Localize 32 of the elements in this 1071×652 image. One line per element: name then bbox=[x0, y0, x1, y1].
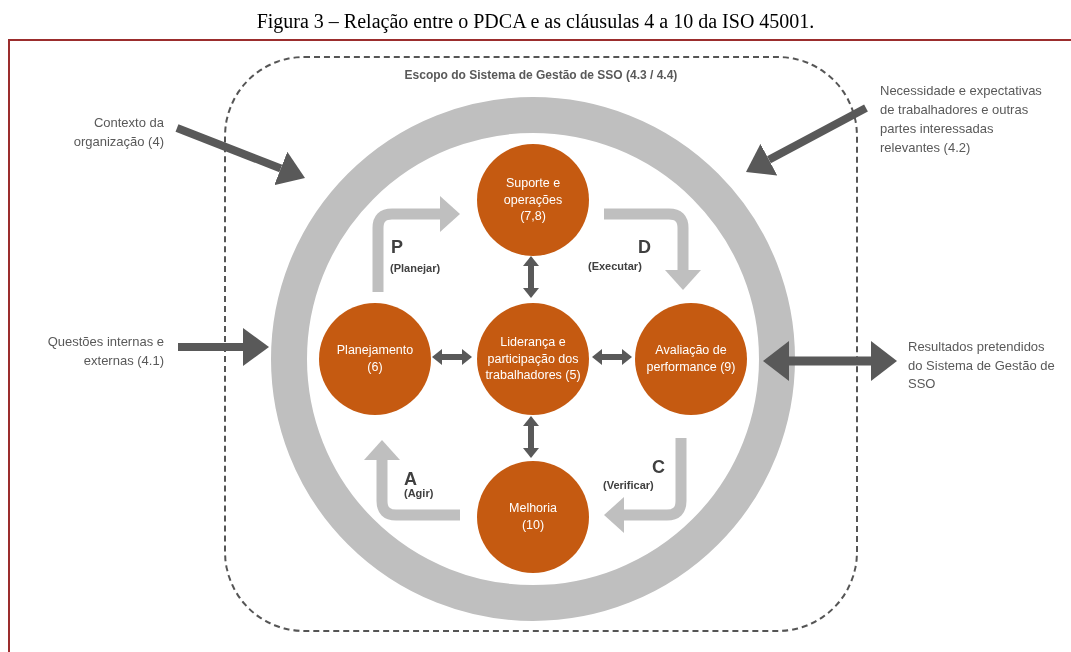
node-text: Questões internas e externas (4.1) bbox=[46, 333, 164, 370]
arrow bbox=[175, 124, 305, 186]
node-text: Necessidade e expectativas de trabalhadores e outras partes interessadas relevantes (4.2) bbox=[880, 82, 1043, 157]
figure-title: Figura 3 – Relação entre o PDCA e as cláusulas 4 a 10 da ISO 45001. bbox=[255, 9, 816, 35]
phase-label: (Planejar) bbox=[390, 263, 441, 274]
phase-label: (Executar) bbox=[588, 261, 642, 272]
phase-label: (Verificar) bbox=[603, 480, 654, 491]
node-text: Contexto da organização (4) bbox=[72, 114, 164, 151]
arrow bbox=[372, 196, 460, 292]
edge-label: A bbox=[404, 470, 417, 488]
scope-boundary bbox=[224, 56, 858, 632]
arrow bbox=[523, 416, 539, 458]
node-text: Melhoria (10) bbox=[508, 500, 558, 534]
node-text: Liderança e participação dos trabalhadores (5) bbox=[484, 333, 582, 385]
arrow bbox=[604, 208, 701, 290]
arrow bbox=[763, 341, 897, 381]
node-text: Resultados pretendidos do Sistema de Gestão de SSO bbox=[908, 337, 1056, 394]
arrow bbox=[364, 440, 460, 521]
arrow bbox=[592, 349, 632, 365]
edge-label: D bbox=[638, 238, 651, 256]
phase-label: (Agir) bbox=[404, 488, 434, 499]
arrow bbox=[432, 349, 472, 365]
node-text: Avaliação de performance (9) bbox=[645, 342, 737, 376]
arrow bbox=[604, 438, 687, 533]
arrow bbox=[523, 256, 539, 298]
node-text: Planejamento (6) bbox=[335, 342, 415, 376]
node-text: Suporte e operações (7,8) bbox=[502, 174, 564, 226]
ring bbox=[271, 97, 795, 621]
scope-title: Escopo do Sistema de Gestão de SSO (4.3 / 4.4) bbox=[404, 68, 678, 83]
arrow bbox=[746, 104, 868, 176]
edge-label: P bbox=[391, 238, 403, 256]
edge-label: C bbox=[652, 458, 665, 476]
